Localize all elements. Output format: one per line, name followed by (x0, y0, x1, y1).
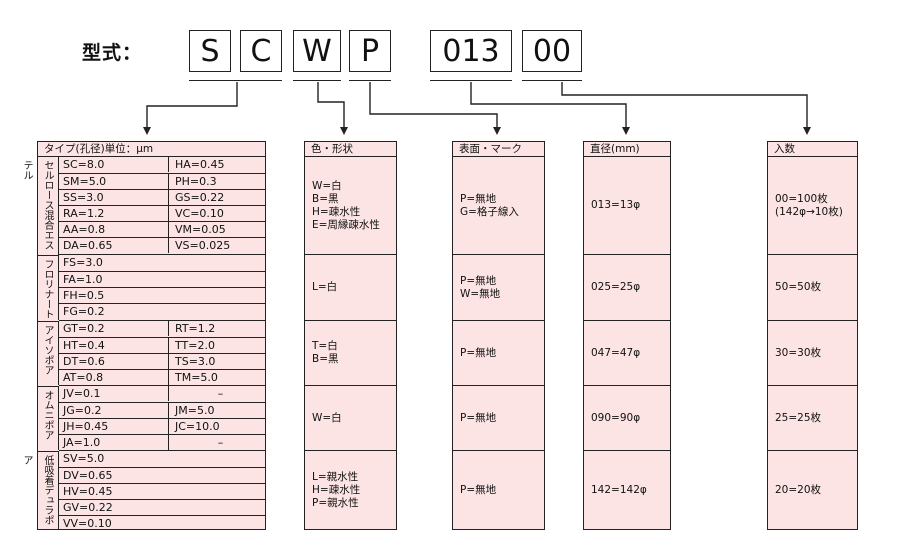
code-box-p: P (349, 30, 391, 72)
code-box-s: S (189, 30, 231, 72)
arrowhead-color (340, 127, 348, 135)
model-label: 型式： (82, 42, 143, 64)
quantity-cell: 50=50枚 (767, 254, 858, 321)
diameter-cell: 047=47φ (583, 320, 671, 386)
table-row: JA=1.0– (59, 434, 265, 450)
diameter-cell: 090=90φ (583, 385, 671, 451)
underline-color (293, 80, 341, 81)
color-cell: L=白 (304, 254, 397, 321)
table-row: HV=0.45 (59, 483, 265, 499)
arrow-color (317, 82, 345, 128)
group-divider (59, 450, 265, 451)
group-divider (59, 320, 265, 321)
header-surface-mark: 表面・マーク (452, 141, 545, 157)
quantity-cell: 20=20枚 (767, 450, 858, 530)
table-row: FH=0.5 (59, 287, 265, 303)
arrowhead-count (803, 127, 811, 135)
code-box-c: C (240, 30, 282, 72)
arrowhead-surface (493, 127, 501, 135)
surface-cell: P=無地 (452, 385, 545, 451)
underline-diameter (430, 80, 512, 81)
quantity-cell: 25=25枚 (767, 385, 858, 451)
color-cell: W=白 (304, 385, 397, 451)
underline-surface (349, 80, 391, 81)
arrow-surface (369, 82, 498, 128)
diameter-cell: 025=25φ (583, 254, 671, 321)
table-row: DV=0.65 (59, 467, 265, 483)
table-row: FS=3.0 (63, 256, 103, 269)
surface-cell: P=無地 (452, 450, 545, 530)
group-divider (59, 385, 265, 386)
code-box-count: 00 (522, 30, 582, 72)
arrowhead-type (143, 127, 151, 135)
arrow-count (561, 82, 808, 128)
underline-type (189, 80, 282, 81)
table-row: JV=0.1– (59, 386, 265, 402)
header-type-pore-size: タイプ(孔径)単位：μm (37, 141, 266, 157)
group-label-isopore: アイソポア (37, 321, 59, 385)
underline-count (522, 80, 582, 81)
table-row: FA=1.0 (59, 271, 265, 287)
group-label-fluorinert: フロリナート (37, 255, 59, 320)
group-label-cellulose: セルロース混合エステル (21, 157, 59, 255)
table-row: GV=0.22 (59, 499, 265, 515)
table-row: FG=0.2 (59, 303, 265, 319)
header-diameter: 直径(mm) (583, 141, 671, 157)
group-divider (59, 254, 265, 255)
arrow-diameter (470, 82, 627, 128)
table-row: SV=5.0 (63, 452, 105, 465)
diameter-cell: 142=142φ (583, 450, 671, 530)
table-row: VV=0.10 (59, 515, 265, 531)
header-color-shape: 色・形状 (304, 141, 397, 157)
group-label-omnipore: オムニポア (37, 386, 59, 450)
quantity-cell: 30=30枚 (767, 320, 858, 386)
code-box-w: W (293, 30, 341, 72)
arrow-type (146, 82, 238, 128)
surface-cell: P=無地 (452, 320, 545, 386)
header-quantity: 入数 (767, 141, 858, 157)
arrowhead-diameter (622, 127, 630, 135)
group-label-durapore: 低吸着デュラポア (21, 451, 59, 529)
diameter-cell: 013=13φ (583, 156, 671, 255)
quantity-cell: 00=100枚(142φ→10枚) (767, 156, 858, 255)
code-box-diameter: 013 (430, 30, 512, 72)
